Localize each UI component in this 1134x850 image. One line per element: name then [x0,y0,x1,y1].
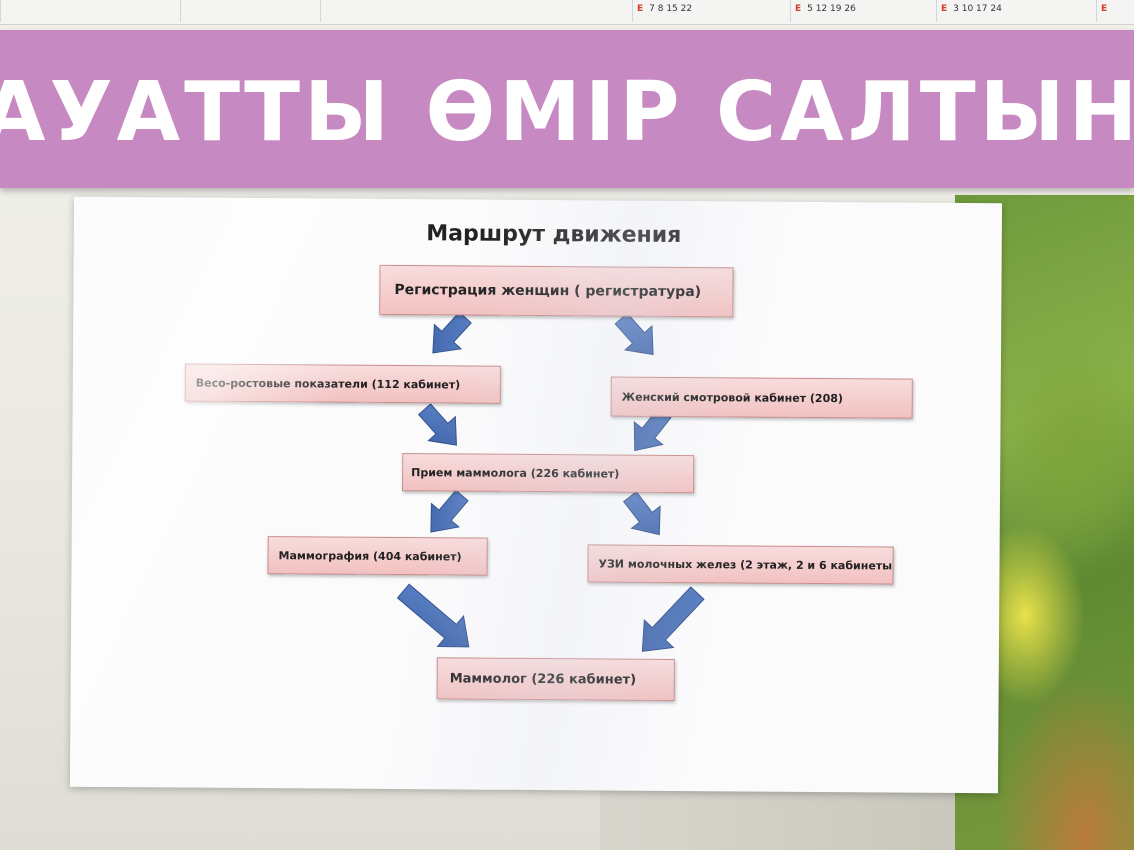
calendar-cell [0,0,185,22]
step-registration: Регистрация женщин ( регистратура) [379,264,734,318]
calendar-cell: Е [1096,0,1134,22]
calendar-cell [320,0,485,22]
step-mammography-label: Маммография (404 кабинет) [278,548,462,563]
step-ultrasound: УЗИ молочных желез (2 этаж, 2 и 6 кабине… [587,544,894,585]
step-height-weight: Весо-ростовые показатели (112 кабинет) [184,363,501,404]
calendar-cell [180,0,325,22]
step-height-weight-label: Весо-ростовые показатели (112 кабинет) [195,376,461,391]
arrow-down-right-icon [622,491,661,536]
route-poster: Маршрут движения [69,196,1003,794]
step-mammologist-final-label: Маммолог (226 кабинет) [449,670,637,688]
arrow-down-left-icon [641,586,705,652]
step-mammologist-reception: Прием маммолога (226 кабинет) [402,453,695,494]
wall-panel [600,790,955,850]
step-mammologist-reception-label: Прием маммолога (226 кабинет) [411,465,620,481]
step-ultrasound-label: УЗИ молочных желез (2 этаж, 2 и 6 кабине… [598,556,894,573]
arrow-down-left-icon [430,489,469,533]
step-exam-room: Женский смотровой кабинет (208) [610,376,913,419]
step-exam-room-label: Женский смотровой кабинет (208) [621,390,843,405]
banner-text: АУАТТЫ ӨМІР САЛТЫН [0,65,1134,160]
step-mammologist-final: Маммолог (226 кабинет) [436,657,675,701]
step-registration-label: Регистрация женщин ( регистратура) [394,282,702,301]
arrow-down-right-icon [417,403,457,446]
step-mammography: Маммография (404 кабинет) [267,536,488,576]
slogan-banner: АУАТТЫ ӨМІР САЛТЫН [0,30,1134,188]
arrow-down-right-icon [396,583,470,648]
